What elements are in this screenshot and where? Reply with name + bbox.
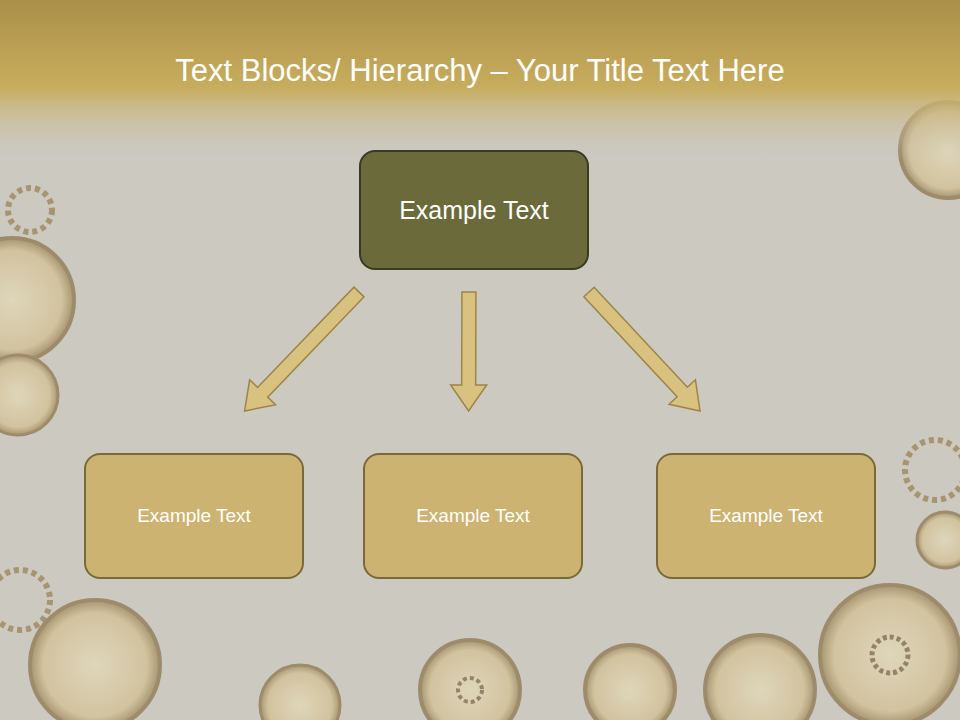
box-text: Example Text bbox=[137, 505, 251, 527]
box-text: Example Text bbox=[399, 196, 549, 225]
block-arrow bbox=[451, 292, 487, 411]
parent-box: Example Text bbox=[359, 150, 589, 270]
clock-faces bbox=[0, 102, 960, 720]
box-text: Example Text bbox=[709, 505, 823, 527]
block-arrow bbox=[584, 287, 700, 411]
box-text: Example Text bbox=[416, 505, 530, 527]
child-box: Example Text bbox=[363, 453, 583, 579]
slide-title: Text Blocks/ Hierarchy – Your Title Text… bbox=[0, 52, 960, 89]
child-box: Example Text bbox=[656, 453, 876, 579]
header-band bbox=[0, 0, 960, 160]
child-box: Example Text bbox=[84, 453, 304, 579]
block-arrow bbox=[245, 287, 364, 411]
